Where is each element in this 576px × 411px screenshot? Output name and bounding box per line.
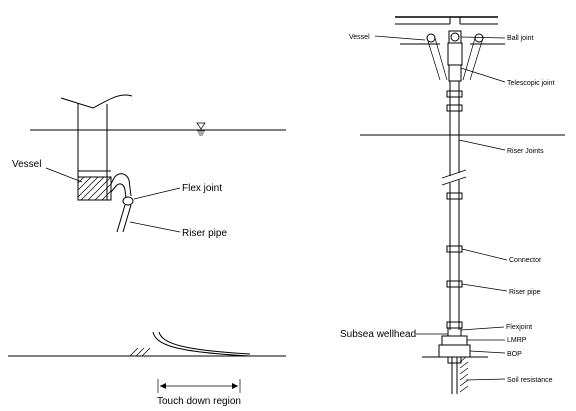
water-level-icon <box>196 122 206 136</box>
label-flex-joint: Flex joint <box>182 183 222 194</box>
leader-vessel <box>45 167 83 183</box>
connectors <box>446 90 463 329</box>
ball-joint <box>448 30 462 44</box>
telescopic-joint <box>447 42 463 82</box>
vessel-hull <box>60 94 133 201</box>
label-lmrp: LMRP <box>507 337 527 344</box>
left-panel: Vessel Flex joint Riser pipe Touch down … <box>8 94 286 407</box>
riser-pipe <box>116 204 132 233</box>
flex-joint <box>122 196 134 206</box>
leader-riser-pipe <box>129 221 181 233</box>
riser-touchdown <box>152 331 251 357</box>
label-soil-resistance: Soil resistance <box>507 377 553 384</box>
label-vessel-right: Vessel <box>349 34 370 41</box>
subsea-stack <box>438 327 471 394</box>
vessel-deck <box>395 16 505 81</box>
label-telescopic-joint: Telescopic joint <box>507 80 555 87</box>
touch-down-arrow <box>157 379 241 393</box>
label-subsea-wellhead: Subsea wellhead <box>340 329 416 340</box>
right-seabed <box>422 356 488 393</box>
label-flex-joint-right: Flexjoint <box>506 324 532 331</box>
label-riser-pipe-right: Riser pipe <box>509 289 541 296</box>
label-bop: BOP <box>507 351 522 358</box>
leader-flex-joint <box>133 187 181 200</box>
label-riser-pipe: Riser pipe <box>182 228 227 239</box>
label-vessel: Vessel <box>12 159 41 170</box>
label-touch-down-region: Touch down region <box>157 396 241 407</box>
label-ball-joint: Ball joint <box>507 35 534 42</box>
label-connector: Connector <box>509 257 542 264</box>
right-panel: Vessel Ball joint Telescopic joint Riser… <box>340 16 565 394</box>
riser-string <box>441 81 467 330</box>
right-leaders <box>374 35 508 381</box>
label-riser-joints: Riser Joints <box>507 148 544 155</box>
